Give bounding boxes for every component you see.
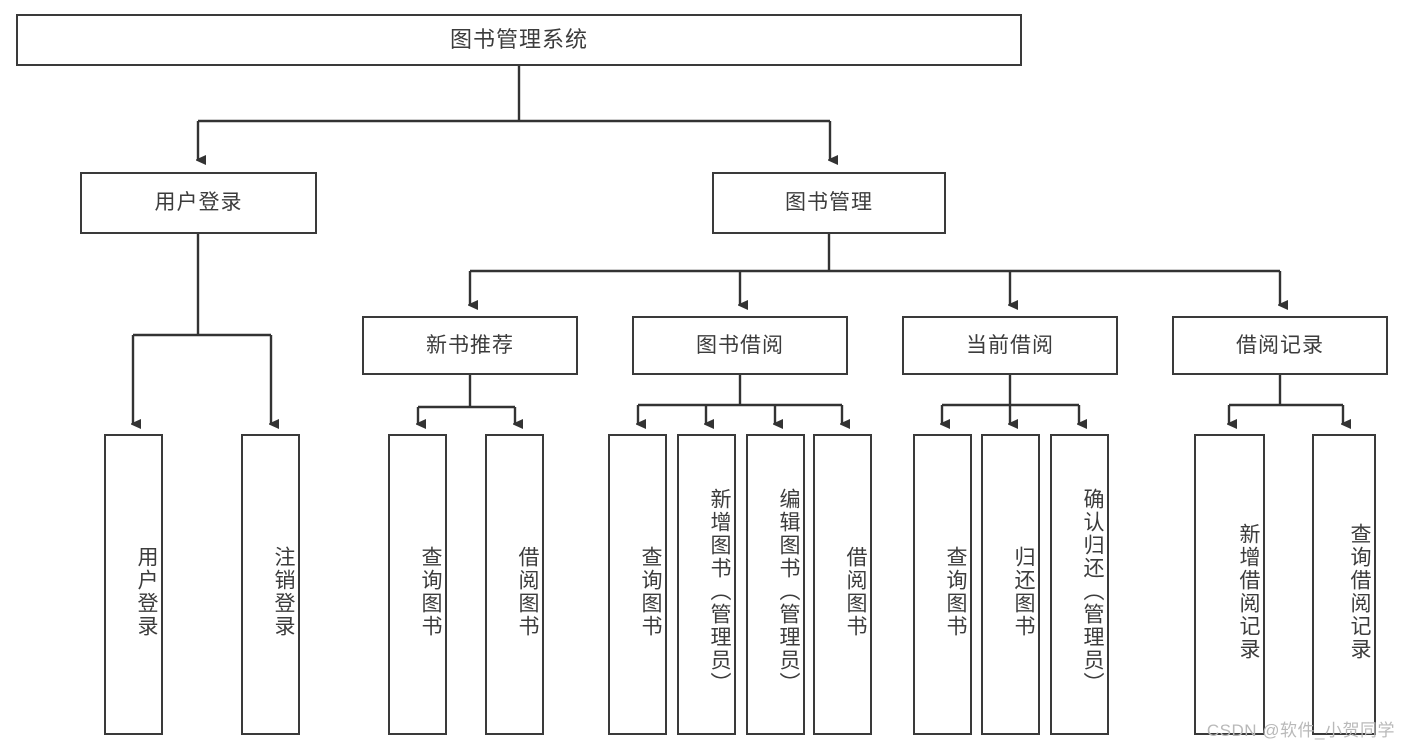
- node-label: 新书推荐: [426, 333, 514, 357]
- node-label: 图书借阅: [696, 333, 784, 357]
- node-leaf-add-borrow-record[interactable]: 新增借阅记录: [1194, 434, 1265, 735]
- node-label: 借阅记录: [1236, 333, 1324, 357]
- node-label: 图书管理: [785, 191, 873, 215]
- node-label: 图书管理系统: [449, 26, 588, 52]
- node-label: 查询图书: [419, 545, 442, 638]
- node-leaf-query-borrow-record[interactable]: 查询借阅记录: [1312, 434, 1376, 735]
- node-root-book-management-system[interactable]: 图书管理系统: [16, 14, 1022, 66]
- node-label: 查询图书: [944, 545, 967, 638]
- node-label: 当前借阅: [966, 333, 1054, 357]
- node-leaf-return-book[interactable]: 归还图书: [981, 434, 1040, 735]
- node-leaf-query-book-recommend[interactable]: 查询图书: [388, 434, 447, 735]
- node-leaf-borrow-book-recommend[interactable]: 借阅图书: [485, 434, 544, 735]
- node-current-borrow[interactable]: 当前借阅: [902, 316, 1118, 375]
- node-label: 查询借阅记录: [1348, 522, 1371, 661]
- node-label: 注销登录: [272, 545, 295, 638]
- watermark-text: CSDN @软件_小贺同学: [1206, 721, 1395, 740]
- node-label: 借阅图书: [516, 545, 539, 638]
- node-label: 归还图书: [1012, 545, 1035, 638]
- node-leaf-query-book-current[interactable]: 查询图书: [913, 434, 972, 735]
- node-label: 新增借阅记录: [1237, 522, 1260, 661]
- node-borrow-record[interactable]: 借阅记录: [1172, 316, 1388, 375]
- node-leaf-add-book-admin[interactable]: 新增图书（管理员）: [677, 434, 736, 735]
- node-label: 编辑图书（管理员）: [777, 488, 800, 695]
- node-new-book-recommend[interactable]: 新书推荐: [362, 316, 578, 375]
- node-label: 借阅图书: [844, 545, 867, 638]
- node-label: 确认归还（管理员）: [1081, 488, 1104, 695]
- node-book-management[interactable]: 图书管理: [712, 172, 946, 234]
- node-leaf-query-book-borrow[interactable]: 查询图书: [608, 434, 667, 735]
- node-leaf-edit-book-admin[interactable]: 编辑图书（管理员）: [746, 434, 805, 735]
- node-user-login[interactable]: 用户登录: [80, 172, 317, 234]
- node-label: 用户登录: [154, 191, 243, 215]
- node-leaf-borrow-book-borrow[interactable]: 借阅图书: [813, 434, 872, 735]
- node-book-borrow[interactable]: 图书借阅: [632, 316, 848, 375]
- node-leaf-user-login[interactable]: 用户登录: [104, 434, 163, 735]
- node-leaf-confirm-return-admin[interactable]: 确认归还（管理员）: [1050, 434, 1109, 735]
- node-label: 用户登录: [135, 545, 158, 638]
- node-label: 新增图书（管理员）: [708, 488, 731, 695]
- node-leaf-logout-login[interactable]: 注销登录: [241, 434, 300, 735]
- node-label: 查询图书: [639, 545, 662, 638]
